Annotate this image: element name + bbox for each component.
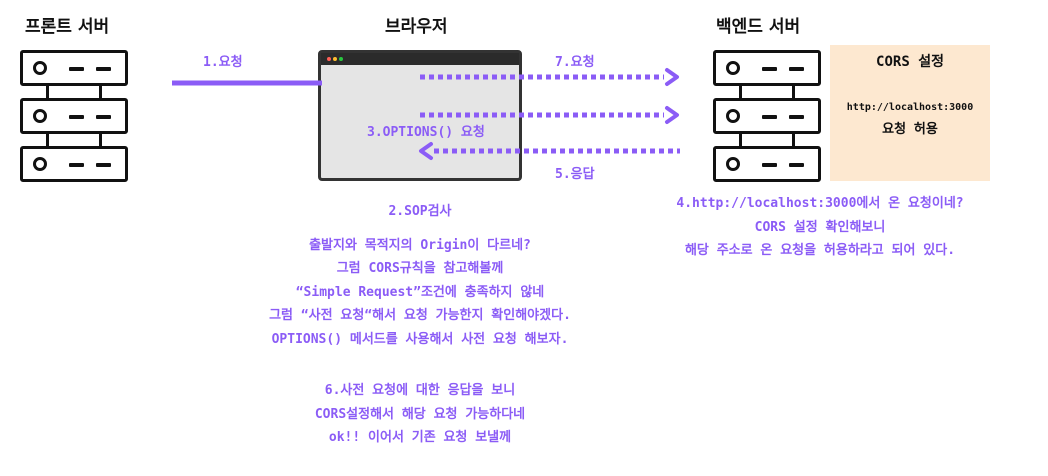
cors-panel-title: CORS 설정 (876, 54, 944, 70)
arrowhead-3 (665, 106, 679, 124)
cors-panel-origin: http://localhost:3000 (846, 102, 974, 113)
frontend-server-icon (20, 50, 128, 182)
backend-server-icon (713, 50, 821, 182)
cors-panel-allow: 요청 허용 (882, 122, 938, 137)
step4-line: 해당 주소로 온 요청을 허용하라고 되어 있다. (684, 243, 956, 258)
step7-label: 7.요청 (555, 55, 595, 70)
cors-settings-panel: CORS 설정 http://localhost:3000 요청 허용 (830, 45, 990, 181)
step2-line: “Simple Request”조건에 충족하지 않네 (295, 284, 545, 300)
step4-line: CORS 설정 확인해보니 (754, 219, 886, 235)
step2-note: 2.SOP검사 출발지와 목적지의 Origin이 다르네? 그럼 CORS규칙… (160, 200, 680, 351)
step2-line: OPTIONS() 메서드를 사용해서 사전 요청 해보자. (271, 331, 569, 347)
step4-line: 4.http://localhost:3000에서 온 요청이네? (676, 196, 964, 211)
step2-title: 2.SOP검사 (388, 204, 452, 219)
arrowhead-7 (665, 68, 679, 86)
server-unit (713, 98, 821, 134)
step6-line: 6.사전 요청에 대한 응답을 보니 (324, 383, 516, 398)
step6-line: ok!! 이어서 기존 요청 보낼께 (328, 430, 512, 445)
step2-line: 그럼 CORS규칙을 참고해볼께 (336, 261, 504, 276)
step1-label: 1.요청 (203, 55, 243, 70)
step3-label: 3.OPTIONS() 요청 (367, 125, 485, 140)
server-unit (20, 50, 128, 86)
frontend-server-title: 프론트 서버 (25, 17, 110, 37)
server-unit (20, 146, 128, 182)
step2-line: 그럼 “사전 요청“해서 요청 가능한지 확인해야겠다. (269, 308, 571, 323)
backend-server-title: 백엔드 서버 (716, 17, 801, 37)
server-unit (713, 146, 821, 182)
step5-label: 5.응답 (555, 167, 595, 182)
step2-line: 출발지와 목적지의 Origin이 다르네? (309, 237, 531, 253)
step6-line: CORS설정해서 해당 요청 가능하다네 (314, 406, 526, 422)
browser-title: 브라우저 (385, 17, 448, 37)
arrowhead-5 (419, 142, 433, 160)
server-unit (20, 98, 128, 134)
step4-note: 4.http://localhost:3000에서 온 요청이네? CORS 설… (600, 192, 1040, 263)
step6-note: 6.사전 요청에 대한 응답을 보니 CORS설정해서 해당 요청 가능하다네 … (160, 379, 680, 450)
server-unit (713, 50, 821, 86)
